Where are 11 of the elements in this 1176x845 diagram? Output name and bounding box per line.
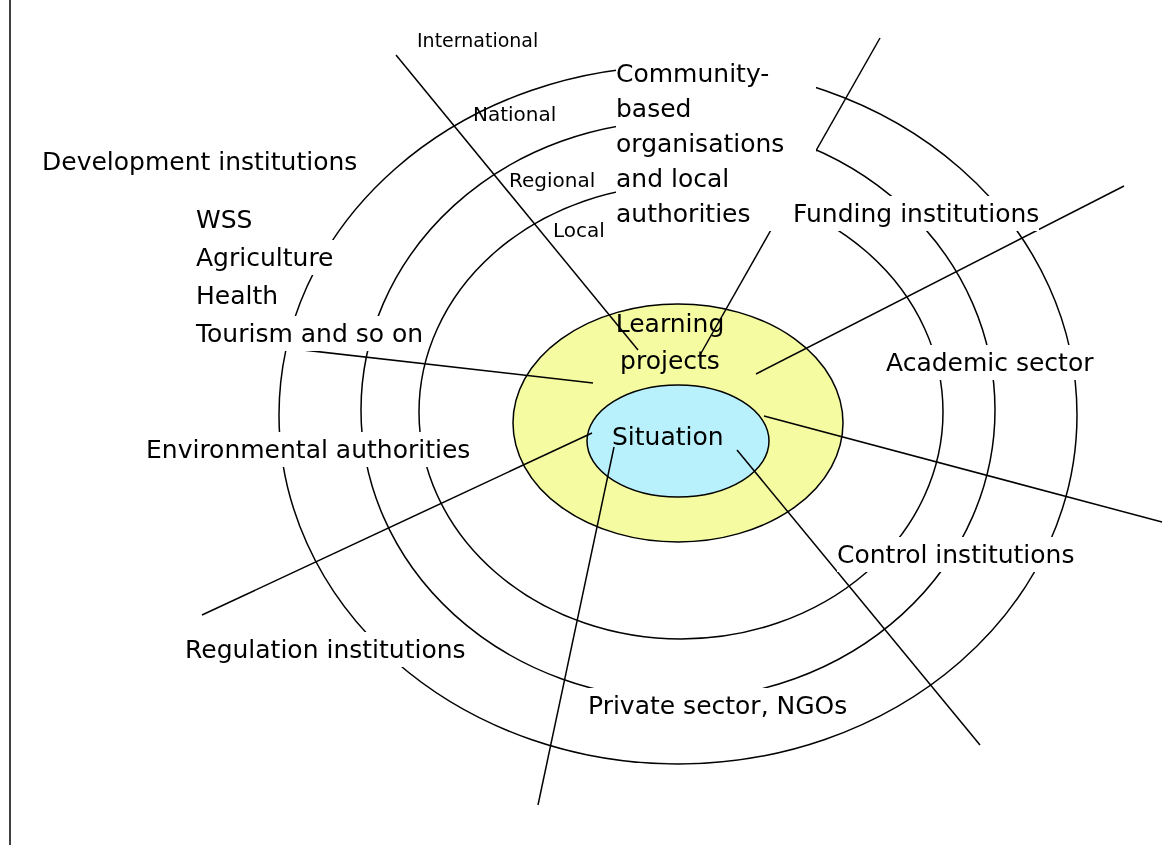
sector-label: Tourism and so on xyxy=(196,316,424,351)
ring-label: Local xyxy=(553,218,605,243)
sector-label: Environmental authorities xyxy=(146,432,471,467)
sector-label: Regulation institutions xyxy=(185,632,466,667)
node-label: Situation xyxy=(612,421,724,453)
sector-label: Funding institutions xyxy=(793,196,1040,231)
ring-label: National xyxy=(473,102,557,127)
sector-label: Academic sector xyxy=(886,345,1094,380)
sector-label: Control institutions xyxy=(837,537,1075,572)
sector-label: Agriculture xyxy=(196,240,334,275)
ring-label: Regional xyxy=(509,168,596,193)
